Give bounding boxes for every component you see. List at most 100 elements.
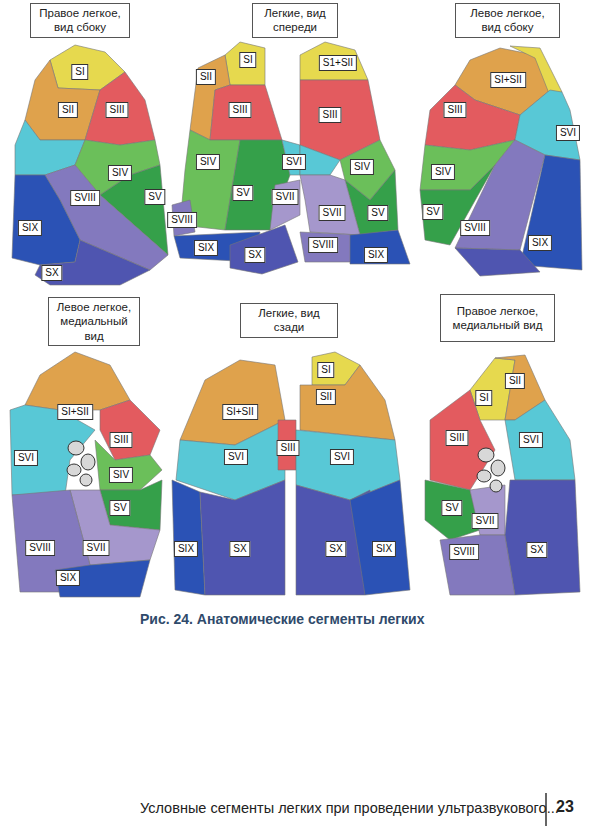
running-footer: Условные сегменты легких при проведении … bbox=[140, 800, 559, 816]
segment-s9 bbox=[350, 480, 410, 595]
segment-label: SVIII bbox=[312, 239, 334, 250]
segment-label: SI+SII bbox=[226, 406, 254, 417]
header-text: Левое легкое, вид сбоку bbox=[462, 6, 553, 35]
segment-tag: SVIII bbox=[308, 237, 338, 253]
segment-tag: SV bbox=[232, 185, 253, 201]
segment-label: SIX bbox=[22, 222, 38, 233]
right-lung-medial bbox=[425, 355, 580, 595]
segment-label: SIV bbox=[200, 156, 216, 167]
segment-label: SI bbox=[243, 54, 252, 65]
segment-label: SVIII bbox=[29, 542, 51, 553]
segment-label: SIX bbox=[198, 242, 214, 253]
vessel bbox=[80, 474, 92, 486]
segment-s3 bbox=[85, 72, 155, 145]
segment-label: SIII bbox=[447, 104, 462, 115]
view-header-box: Легкие, вид спереди bbox=[252, 3, 338, 38]
segment-s3 bbox=[210, 85, 282, 140]
segment-tag: SIII bbox=[105, 102, 128, 118]
segment-tag: SII bbox=[196, 69, 216, 85]
segment-tag: SV bbox=[109, 500, 130, 516]
segment-tag: SVI bbox=[282, 154, 306, 170]
segment-label: SI bbox=[75, 66, 84, 77]
segment-s1 bbox=[225, 42, 265, 85]
segment-tag: SVIII bbox=[167, 212, 197, 228]
segment-label: SVI bbox=[228, 451, 244, 462]
vessel bbox=[477, 470, 491, 482]
segment-tag: SIX bbox=[364, 247, 388, 263]
segment-s3 bbox=[100, 400, 160, 460]
segment-tag: SI+SII bbox=[490, 72, 526, 88]
segment-tag: SIII bbox=[318, 107, 341, 123]
segment-label: SVI bbox=[286, 156, 302, 167]
segment-tag: SVIII bbox=[460, 220, 490, 236]
segment-s9 bbox=[55, 560, 150, 597]
segment-label: SI bbox=[479, 392, 488, 403]
segment-tag: SIV bbox=[431, 164, 455, 180]
segment-label: SI+SII bbox=[494, 74, 522, 85]
segment-tag: SV bbox=[367, 205, 388, 221]
vessel bbox=[68, 441, 84, 455]
left-lung-side bbox=[420, 46, 582, 276]
segment-s1-s2-apex bbox=[510, 46, 562, 96]
segment-s1-s2 bbox=[300, 42, 368, 80]
segment-label: SV bbox=[148, 191, 161, 202]
segment-tag: SX bbox=[229, 541, 250, 557]
segment-tag: SVIII bbox=[70, 190, 100, 206]
segment-label: SIII bbox=[232, 104, 247, 115]
segment-tag: SX bbox=[325, 541, 346, 557]
lungs-front bbox=[172, 42, 410, 274]
segment-tag: SVII bbox=[83, 540, 110, 556]
segment-label: SIV bbox=[112, 167, 128, 178]
segment-s9 bbox=[12, 175, 80, 265]
segment-tag: SVIII bbox=[449, 544, 479, 560]
segment-tag: SX bbox=[526, 542, 547, 558]
page-number: 23 bbox=[556, 798, 574, 816]
segment-tag: SIX bbox=[528, 235, 552, 251]
segment-s9 bbox=[520, 155, 582, 270]
vessel bbox=[491, 460, 505, 476]
segment-label: SII bbox=[62, 104, 74, 115]
segment-tag: SX bbox=[41, 265, 62, 281]
vessel bbox=[478, 448, 494, 462]
vessel bbox=[81, 454, 95, 470]
segment-s7 bbox=[270, 180, 300, 230]
segment-s8 bbox=[440, 535, 515, 595]
segment-label: SIII bbox=[449, 432, 464, 443]
segment-label: SIII bbox=[113, 434, 128, 445]
segment-label: SI bbox=[321, 364, 330, 375]
segment-tag: SIII bbox=[276, 440, 299, 456]
segment-tag: SVI bbox=[224, 449, 248, 465]
hilum bbox=[477, 448, 505, 492]
segment-s8 bbox=[12, 490, 90, 592]
segment-tag: SIX bbox=[18, 220, 42, 236]
segment-tag: SVI bbox=[330, 449, 354, 465]
segment-label: SVIII bbox=[171, 214, 193, 225]
segment-s6 bbox=[505, 400, 575, 480]
segment-tag: SI bbox=[317, 362, 334, 378]
figure-caption: Рис. 24. Анатомические сегменты легких bbox=[140, 611, 424, 627]
segment-label: SX bbox=[45, 267, 58, 278]
segment-label: SVII bbox=[323, 207, 342, 218]
segment-label: SX bbox=[233, 543, 246, 554]
vessel bbox=[67, 464, 81, 476]
segment-s6 bbox=[10, 405, 95, 495]
segment-s10 bbox=[455, 248, 540, 276]
segment-label: SVII bbox=[276, 191, 295, 202]
segment-label: SV bbox=[426, 206, 439, 217]
segment-label: SVII bbox=[476, 515, 495, 526]
view-header-box: Легкие, вид сзади bbox=[240, 303, 338, 338]
segment-label: SV bbox=[445, 502, 458, 513]
segment-label: SIX bbox=[376, 543, 392, 554]
segment-label: SV bbox=[371, 207, 384, 218]
lungs-back bbox=[172, 352, 410, 595]
segment-s7 bbox=[70, 490, 160, 565]
segment-s7 bbox=[470, 485, 505, 535]
segment-label: SI+SII bbox=[61, 406, 89, 417]
segment-label: SX bbox=[248, 249, 261, 260]
segment-s10 bbox=[200, 480, 285, 595]
segment-tag: SIII bbox=[228, 102, 251, 118]
segment-tag: SIV bbox=[350, 159, 374, 175]
header-text: Легкие, вид спереди bbox=[259, 6, 331, 35]
segment-tag: SIII bbox=[109, 432, 132, 448]
segment-tag: SI bbox=[71, 64, 88, 80]
